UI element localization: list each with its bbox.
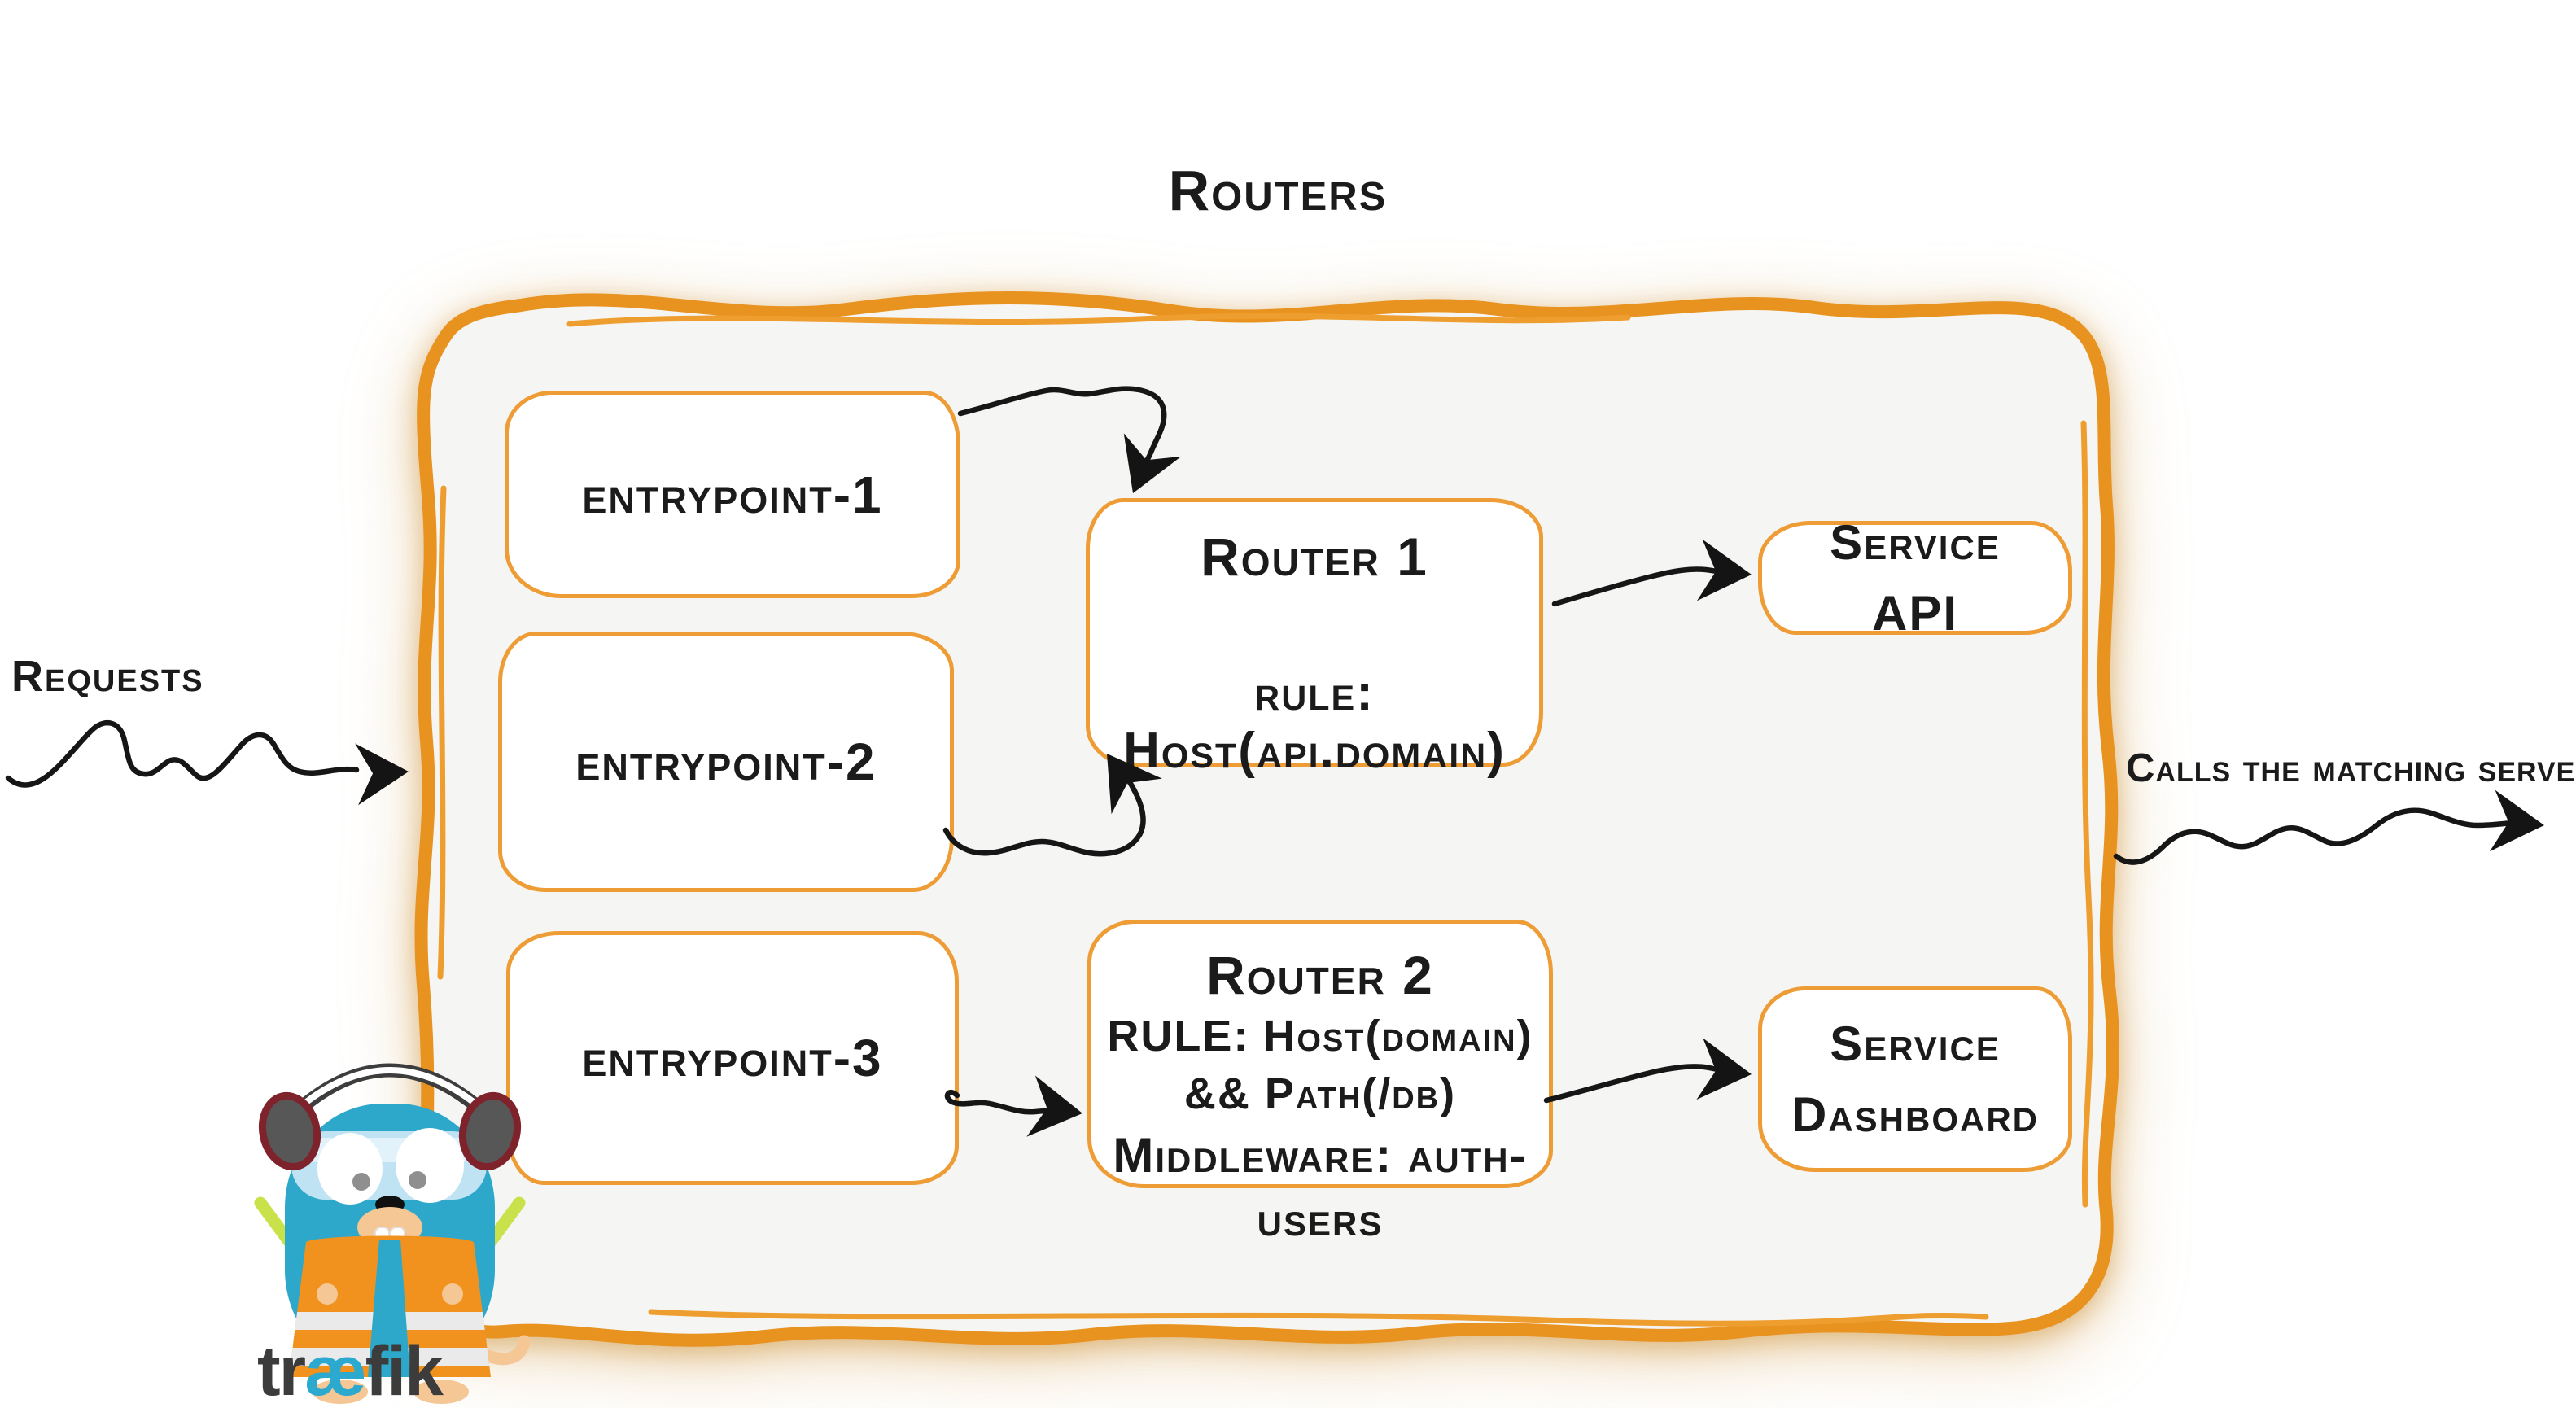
entrypoint-3-node: entrypoint-3 xyxy=(506,931,959,1185)
right-pupil xyxy=(409,1171,426,1189)
entrypoint3-to-router2-arrow xyxy=(944,1075,1082,1137)
traefik-gopher-logo-icon xyxy=(254,1063,531,1404)
right-hand xyxy=(442,1283,463,1305)
service-dashboard-label: Service Dashboard xyxy=(1791,1017,2039,1142)
router1-to-serviceapi-arrow xyxy=(1551,539,1752,607)
page-title: Routers xyxy=(1168,159,1388,222)
vest-opening xyxy=(368,1240,410,1377)
entrypoint-1-node: entrypoint-1 xyxy=(505,391,960,598)
router1-arrowhead-icon xyxy=(1696,539,1752,601)
router2-to-servicedashboard-arrow xyxy=(1543,1038,1752,1104)
ep1-arrowhead-icon xyxy=(1123,433,1182,493)
traefik-wordmark: træfik xyxy=(257,1331,444,1408)
right-eye xyxy=(396,1128,464,1203)
entrypoint-1-label: entrypoint-1 xyxy=(582,465,883,524)
router-1-rule: rule: Host(api.domain) xyxy=(1123,665,1506,780)
router-2-rule: RULE: Host(domain) && Path(/db) xyxy=(1107,1012,1533,1119)
brush-accent-top xyxy=(566,313,1631,327)
brush-accent-left xyxy=(437,485,447,980)
requests-arrow xyxy=(5,719,409,806)
entrypoint1-to-router1-arrow xyxy=(957,386,1182,493)
calls-matching-server-label: Calls the matching server xyxy=(2126,746,2576,790)
left-pupil xyxy=(352,1173,370,1191)
left-foot xyxy=(313,1380,368,1404)
requests-label: Requests xyxy=(11,652,204,701)
wordmark-tr: tr xyxy=(257,1332,306,1408)
right-earcup-icon xyxy=(458,1091,522,1171)
service-api-label: Service API xyxy=(1830,515,2001,641)
requests-arrowhead-icon xyxy=(355,743,409,806)
calls-matching-server-arrow xyxy=(2113,789,2544,865)
tail xyxy=(482,1335,531,1366)
left-eye xyxy=(317,1133,383,1205)
brush-accent-right xyxy=(2080,420,2094,1208)
wordmark-fik: fik xyxy=(365,1332,444,1408)
left-earcup-icon xyxy=(258,1091,321,1171)
router-2-title: Router 2 xyxy=(1206,945,1434,1005)
entrypoint-2-node: entrypoint-2 xyxy=(498,632,954,892)
left-hand xyxy=(317,1283,338,1305)
service-api-node: Service API xyxy=(1758,515,2072,641)
router2-arrowhead-icon xyxy=(1696,1038,1752,1100)
router-1-title: Router 1 xyxy=(1201,527,1428,587)
ep3-arrowhead-icon xyxy=(1026,1075,1082,1137)
router-2-middleware: Middleware: auth-users xyxy=(1113,1127,1528,1246)
service-dashboard-node: Service Dashboard xyxy=(1758,986,2072,1172)
calls-arrowhead-icon xyxy=(2489,789,2544,852)
router-2-node: Router 2 RULE: Host(domain) && Path(/db)… xyxy=(1087,920,1553,1246)
entrypoint-3-label: entrypoint-3 xyxy=(582,1029,883,1087)
brush-accent-bottom xyxy=(648,1309,1989,1327)
entrypoint-2-label: entrypoint-2 xyxy=(575,732,877,791)
wordmark-ae: æ xyxy=(304,1332,366,1408)
right-foot xyxy=(413,1380,469,1404)
router-1-node: Router 1 rule: Host(api.domain) xyxy=(1086,498,1543,779)
headphone-band-highlight xyxy=(293,1067,487,1113)
